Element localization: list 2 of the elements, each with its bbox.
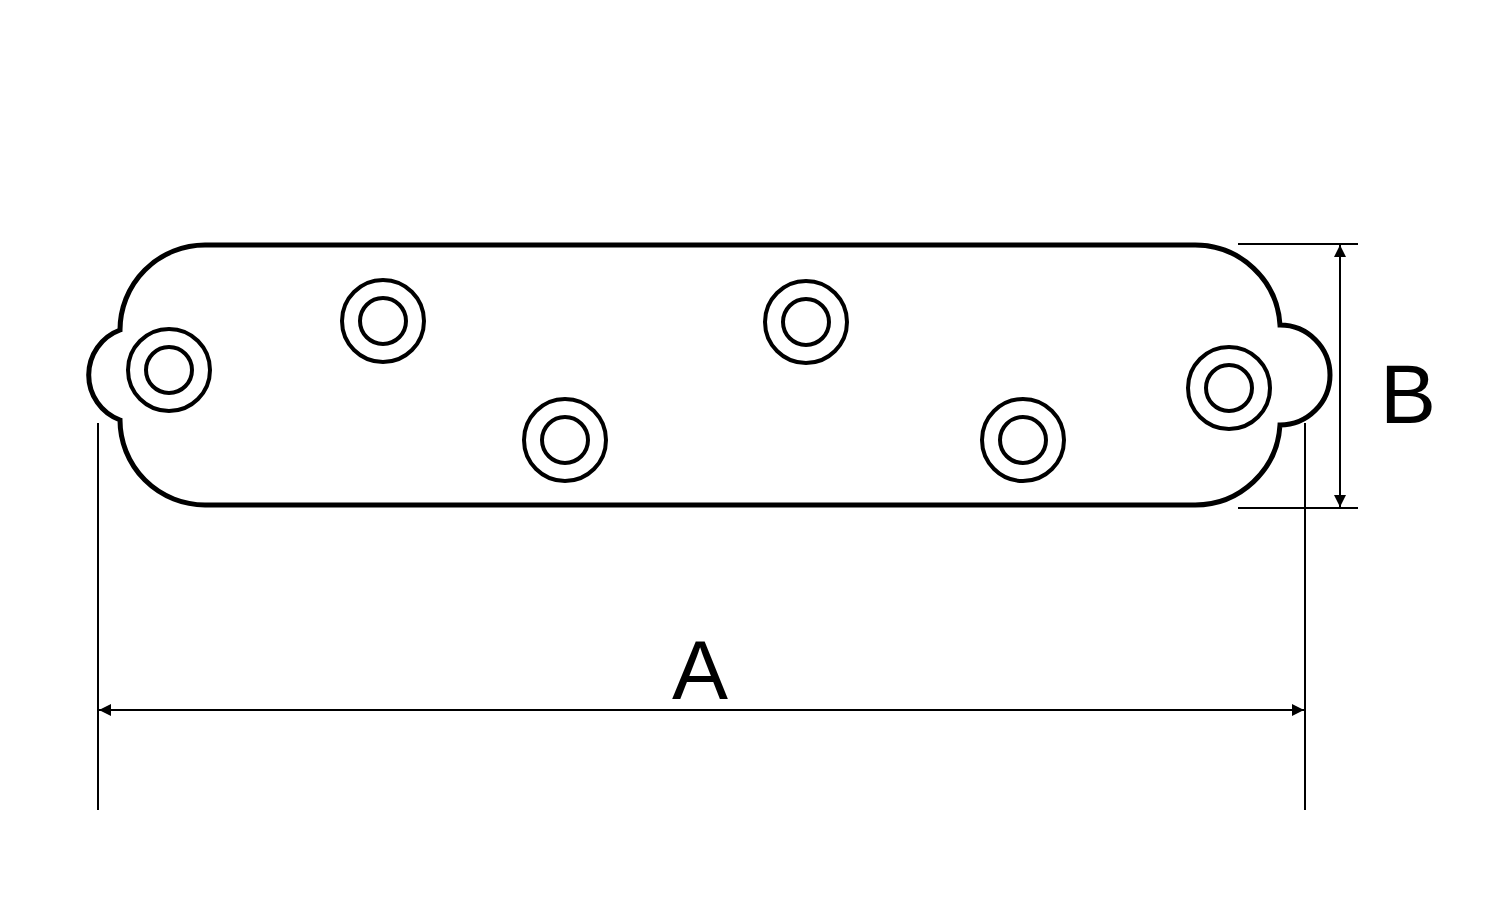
dimension-label: A: [672, 628, 729, 712]
dimension-label: B: [1380, 352, 1437, 436]
